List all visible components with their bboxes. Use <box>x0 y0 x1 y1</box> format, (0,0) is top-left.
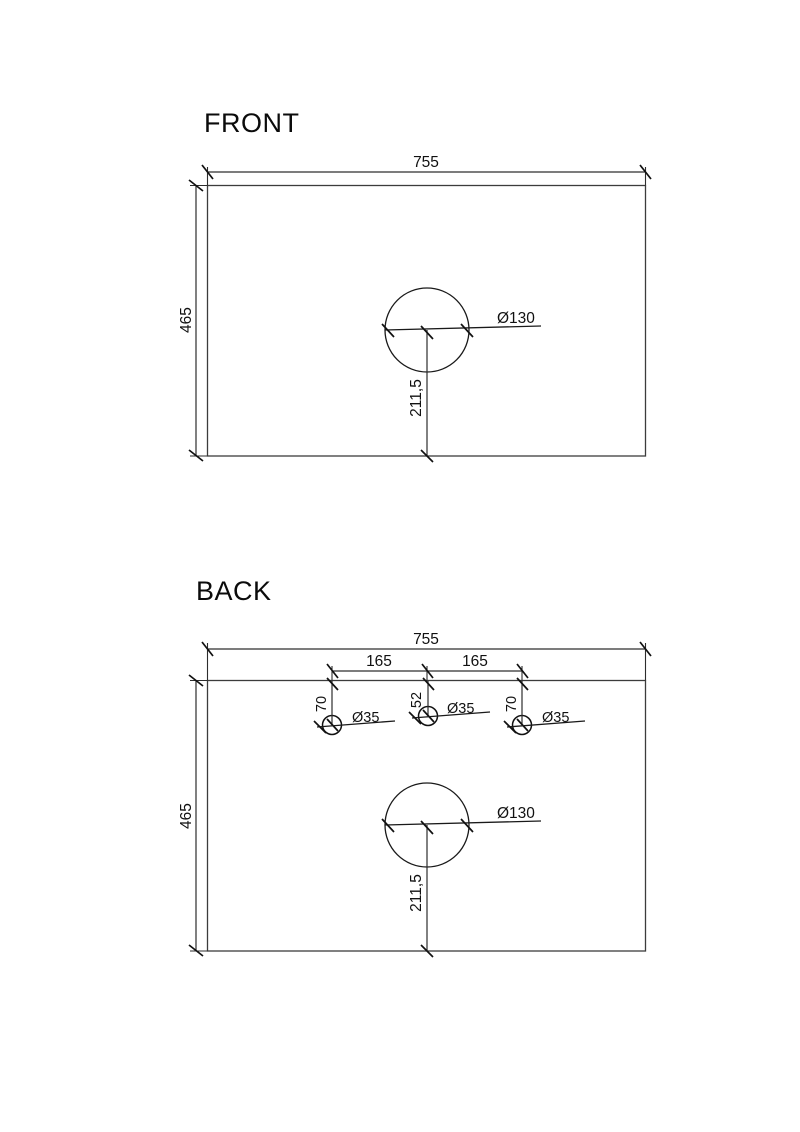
back-view: BACK 755 465 <box>178 576 652 958</box>
back-small-hole-middle-offset-label: 52 <box>409 692 425 708</box>
front-hole-offset-label: 211,5 <box>408 379 425 417</box>
back-small-hole-left-offset-label: 70 <box>314 696 330 712</box>
back-hole-diameter-dimension: Ø130 <box>381 805 542 833</box>
back-small-hole-left-diameter-label: Ø35 <box>352 710 379 726</box>
back-small-hole-right-diameter-label: Ø35 <box>542 710 569 726</box>
front-height-label: 465 <box>178 307 195 333</box>
back-small-hole-middle-group: 52 Ø35 <box>408 677 491 727</box>
back-hole-spacing-dimensions: 165 165 <box>326 653 529 681</box>
back-width-dimension: 755 <box>201 631 652 681</box>
back-height-label: 465 <box>178 803 195 829</box>
front-width-label: 755 <box>413 154 439 171</box>
back-height-dimension: 465 <box>178 674 208 957</box>
back-hole-diameter-label: Ø130 <box>497 805 535 822</box>
back-small-hole-left-group: 70 Ø35 <box>313 677 396 736</box>
back-view-title: BACK <box>196 576 272 606</box>
front-view: FRONT 755 465 <box>178 108 652 463</box>
back-span-right-label: 165 <box>462 653 488 670</box>
front-hole-offset-dimension: 211,5 <box>408 325 434 463</box>
back-hole-offset-label: 211,5 <box>408 874 425 912</box>
front-width-dimension: 755 <box>201 154 652 186</box>
back-small-hole-right-offset-label: 70 <box>504 696 520 712</box>
front-hole-diameter-label: Ø130 <box>497 310 535 327</box>
front-hole-diameter-dimension: Ø130 <box>381 310 542 338</box>
front-height-dimension: 465 <box>178 179 208 462</box>
back-hole-offset-dimension: 211,5 <box>408 820 434 958</box>
back-span-left-label: 165 <box>366 653 392 670</box>
back-small-hole-middle-diameter-label: Ø35 <box>447 701 474 717</box>
front-view-title: FRONT <box>204 108 299 138</box>
back-small-hole-right-group: 70 Ø35 <box>503 677 586 736</box>
back-width-label: 755 <box>413 631 439 648</box>
